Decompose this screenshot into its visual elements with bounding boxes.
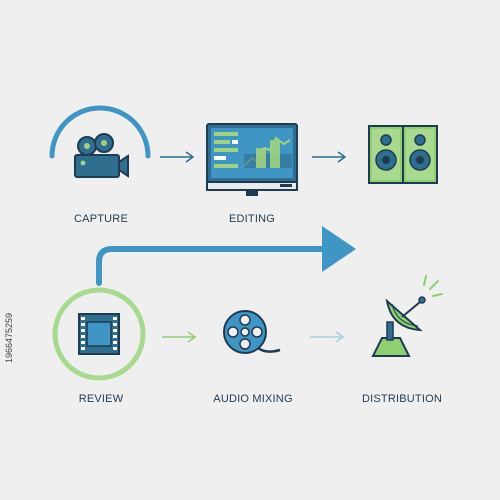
big-flow-arrow xyxy=(96,226,356,286)
capture-arc xyxy=(49,105,151,159)
distribution-label: DISTRIBUTION xyxy=(361,393,442,405)
stock-id-text: 1966475259 xyxy=(4,312,14,364)
film-reel-icon xyxy=(223,310,281,354)
capture-label: CAPTURE xyxy=(74,213,128,225)
stock-id-watermark: 1966475259 xyxy=(2,258,16,418)
arrow-audio-distribution xyxy=(310,331,345,343)
video-camera-icon xyxy=(74,133,129,178)
review-circle xyxy=(52,287,146,381)
review-label: REVIEW xyxy=(78,393,124,405)
monitor-editor-icon xyxy=(206,123,298,196)
arrow-editing-speakers xyxy=(312,151,347,163)
arrow-capture-editing xyxy=(160,151,195,163)
satellite-dish-icon xyxy=(371,275,443,357)
film-frame-icon xyxy=(78,313,120,355)
speakers-icon xyxy=(368,125,438,184)
editing-label: EDITING xyxy=(228,213,275,225)
arrow-review-audio xyxy=(162,331,197,343)
audio-mixing-label: AUDIO MIXING xyxy=(213,393,293,405)
